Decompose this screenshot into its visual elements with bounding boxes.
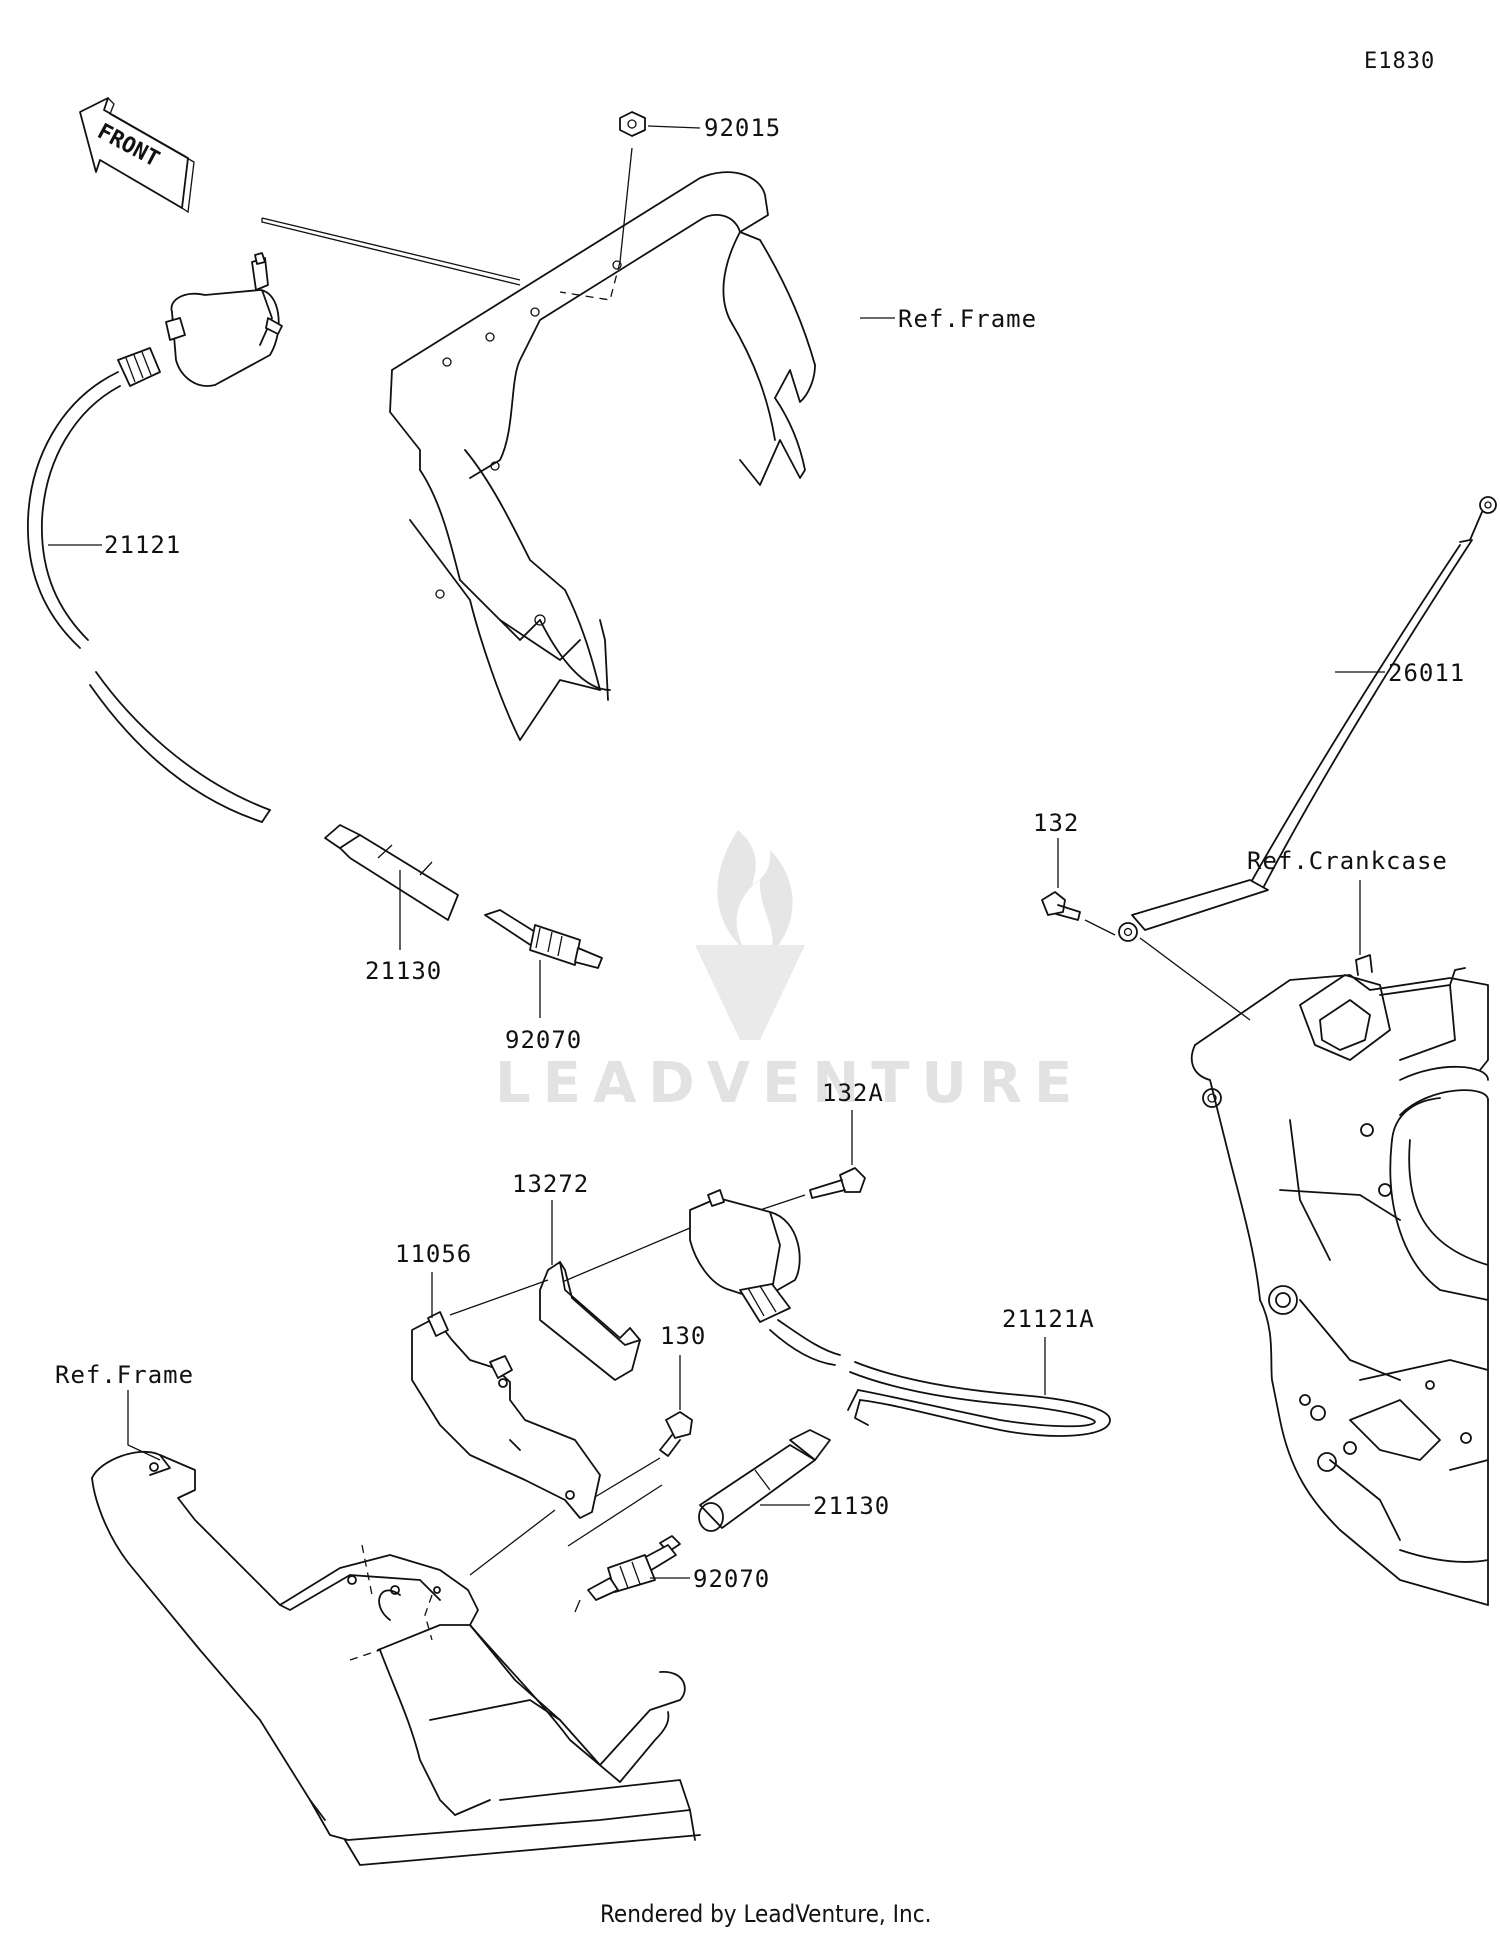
nut-92015: [559, 111, 701, 301]
plug-cap-21130-top: [324, 824, 459, 950]
bracket-11056: [411, 1272, 601, 1519]
callout-ref-frame-bottom: Ref.Frame: [55, 1361, 194, 1389]
crankcase-reference: [1190, 954, 1489, 1606]
spark-plug-92070-bottom: [574, 1535, 681, 1613]
front-arrow-icon: FRONT: [79, 97, 195, 214]
callout-92015: 92015: [704, 114, 781, 142]
render-credit: Rendered by LeadVenture, Inc.: [600, 1900, 931, 1928]
bolt-130: [589, 1355, 693, 1501]
callout-21121a: 21121A: [1002, 1305, 1095, 1333]
callout-130: 130: [660, 1322, 706, 1350]
figure-code: E1830: [1364, 49, 1435, 74]
callout-21130-top: 21130: [365, 957, 442, 985]
front-arrow-label: FRONT: [93, 119, 163, 172]
hv-lead-21121: [27, 371, 271, 823]
ground-lead-26011: [1118, 496, 1497, 942]
ignition-coil-bottom: [689, 1189, 801, 1323]
callout-132a: 132A: [822, 1079, 884, 1107]
callout-ref-crankcase: Ref.Crankcase: [1247, 847, 1448, 875]
callout-92070-bottom: 92070: [693, 1565, 770, 1593]
hv-lead-21121a: [769, 1319, 1111, 1437]
plug-cap-21130-bottom: [698, 1429, 831, 1532]
spark-plug-92070-top: [484, 909, 603, 1018]
bracket-13272: [449, 1200, 641, 1381]
bolt-132: [1041, 838, 1116, 936]
callout-26011: 26011: [1388, 659, 1465, 687]
watermark-text: LEADVENTURE: [495, 1051, 1084, 1116]
callout-13272: 13272: [512, 1170, 589, 1198]
callout-11056: 11056: [395, 1240, 472, 1268]
top-frame-reference: [389, 171, 816, 741]
callout-92070-top: 92070: [505, 1026, 582, 1054]
callout-21130-bottom: 21130: [813, 1492, 890, 1520]
callout-132: 132: [1033, 809, 1079, 837]
ignition-coil-top: [117, 252, 283, 387]
leadventure-watermark: LEADVENTURE: [495, 830, 1084, 1116]
bottom-frame-reference: [91, 1450, 701, 1866]
callout-ref-frame-top: Ref.Frame: [898, 305, 1037, 333]
callout-21121: 21121: [104, 531, 181, 559]
bolt-132a: [759, 1110, 866, 1211]
